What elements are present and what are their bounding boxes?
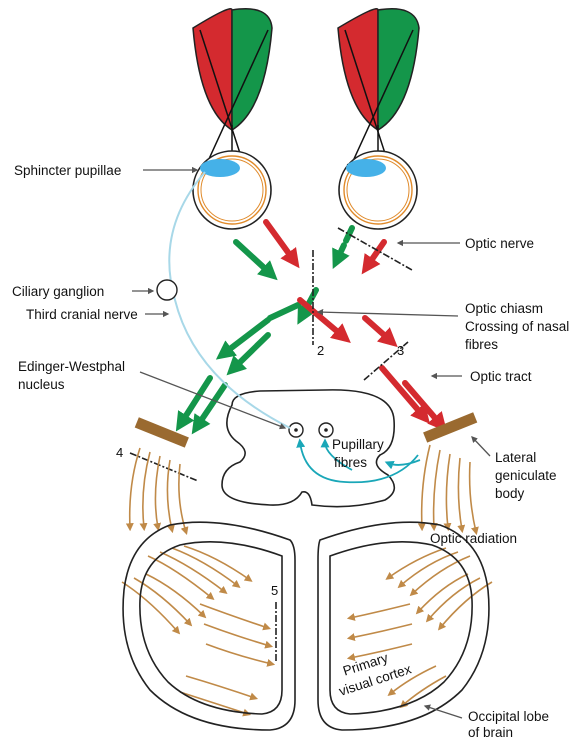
lesion-number-3: 3	[397, 343, 404, 358]
label-edinger-westphal-nucleus: nucleus	[18, 377, 65, 392]
label-lateral: Lateral	[495, 450, 536, 465]
label-optic-radiation: Optic radiation	[430, 531, 517, 546]
label-optic-nerve: Optic nerve	[465, 236, 534, 251]
label-sphincter-pupillae: Sphincter pupillae	[14, 163, 121, 178]
right-eyeball	[339, 151, 417, 229]
label-crossing-nasal: Crossing of nasal	[465, 319, 569, 334]
label-crossing-fibres: fibres	[465, 337, 498, 352]
label-pupillary: Pupillary	[332, 437, 384, 452]
lesion-number-4: 4	[116, 445, 123, 460]
right-pupil	[346, 159, 386, 177]
label-geniculate: geniculate	[495, 468, 557, 483]
label-ciliary-ganglion: Ciliary ganglion	[12, 284, 104, 299]
right-visual-field	[338, 9, 419, 130]
left-visual-field	[193, 9, 272, 130]
lesion-number-5: 5	[271, 583, 278, 598]
label-body: body	[495, 486, 525, 501]
label-edinger-westphal: Edinger-Westphal	[18, 359, 125, 374]
label-optic-tract: Optic tract	[470, 369, 532, 384]
ciliary-ganglion	[157, 280, 177, 300]
lesion-number-2: 2	[317, 343, 324, 358]
left-eyeball	[193, 151, 271, 229]
label-optic-chiasm: Optic chiasm	[465, 301, 543, 316]
label-occipital-lobe: Occipital lobe	[468, 709, 549, 724]
label-of-brain: of brain	[468, 725, 513, 739]
lesion-4-radiation	[130, 453, 198, 481]
label-pupillary-fibres: fibres	[334, 455, 367, 470]
left-pupil	[200, 159, 240, 177]
label-third-cranial-nerve: Third cranial nerve	[26, 307, 138, 322]
